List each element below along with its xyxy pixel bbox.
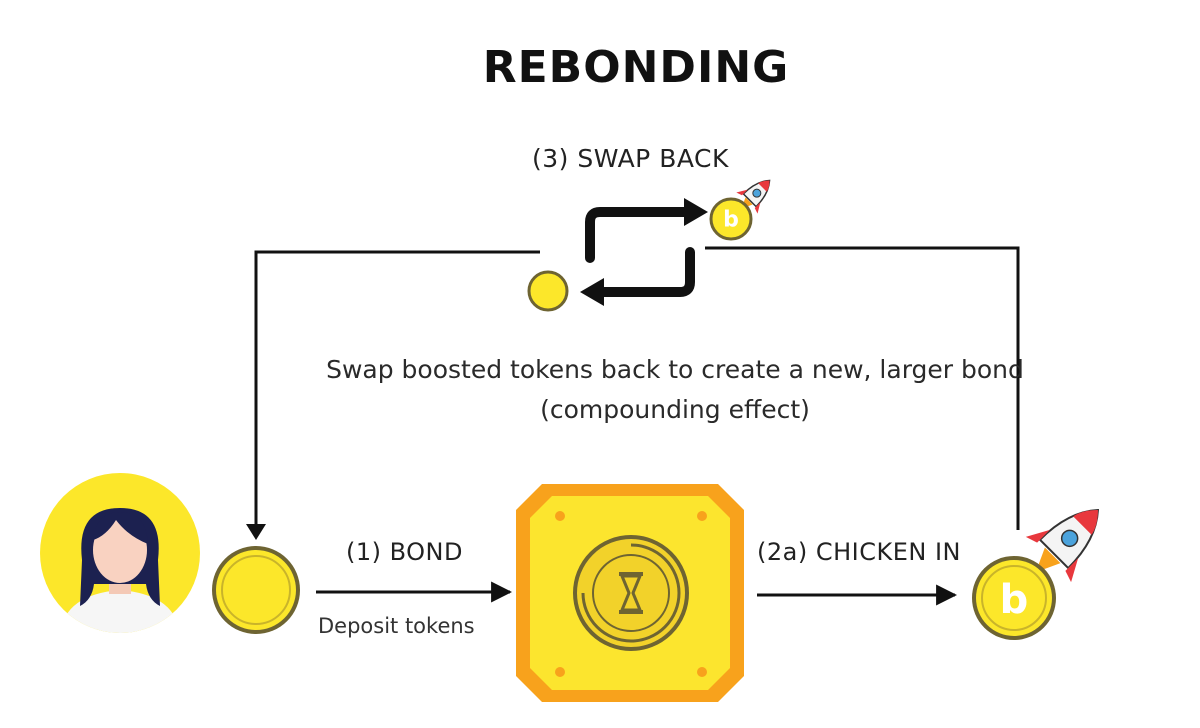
swap-arrows-icon [580,198,708,306]
token-coin [212,546,300,634]
bond-vault-icon [516,484,744,702]
rebond-loop-line [254,246,1020,530]
hourglass-icon [619,572,643,614]
small-token-coin [527,270,569,312]
rebond-loop-arrowhead [246,524,266,540]
small-rocket-icon [736,179,771,214]
diagram-title: REBONDING [482,42,790,93]
boosted-coin-letter: b [1000,577,1029,623]
swap-back-label: (3) SWAP BACK [532,144,729,173]
bond-sublabel: Deposit tokens [318,614,475,638]
swap-back-description: Swap boosted tokens back to create a new… [326,355,1024,424]
small-boosted-coin-with-rocket: b [709,179,771,241]
user-avatar [40,473,200,633]
bond-label: (1) BOND [346,538,463,566]
rocket-icon [1025,509,1099,583]
small-boosted-coin-letter: b [723,208,739,233]
boosted-coin-with-rocket: b [972,509,1099,640]
chicken-in-label: (2a) CHICKEN IN [757,538,961,566]
